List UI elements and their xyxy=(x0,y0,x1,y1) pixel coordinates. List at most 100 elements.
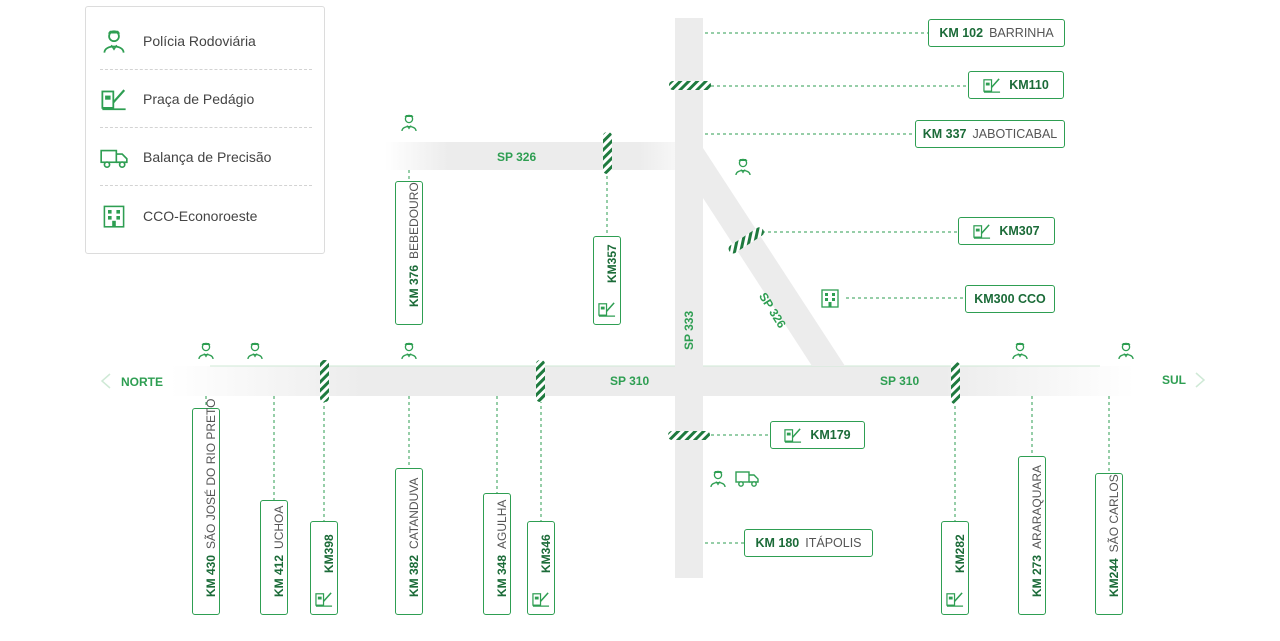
marker-sjrp[interactable]: KM 430 SÃO JOSÉ DO RIO PRETO xyxy=(192,398,220,615)
road-sp333 xyxy=(675,18,703,578)
marker-itapolis[interactable]: KM 180 ITÁPOLIS xyxy=(744,529,873,557)
marker-km179[interactable]: KM179 xyxy=(770,421,865,449)
marker-km: KM 412 xyxy=(272,554,286,597)
legend-label: CCO-Econoroeste xyxy=(143,208,258,224)
direction-north: NORTE xyxy=(121,375,163,389)
police-officer-icon xyxy=(1118,342,1134,360)
south-arrow-icon xyxy=(1195,372,1206,388)
marker-bebedouro[interactable]: KM 376 BEBEDOURO xyxy=(395,181,423,325)
toll-bar-km307 xyxy=(728,227,764,254)
police-officer-icon xyxy=(247,342,263,360)
toll-booth-icon xyxy=(315,592,333,607)
road-label-sp326-west: SP 326 xyxy=(497,150,537,164)
toll-plaza-markers xyxy=(320,81,960,440)
road-sp326-west xyxy=(385,142,703,170)
legend-divider xyxy=(100,127,312,128)
toll-bar-km398 xyxy=(320,360,329,402)
truck-scale-icon xyxy=(735,471,759,487)
marker-araraquara[interactable]: KM 273ARARAQUARA xyxy=(1018,456,1046,615)
marker-city: SÃO CARLOS xyxy=(1107,474,1121,553)
marker-barrinha[interactable]: KM 102 BARRINHA xyxy=(928,19,1065,47)
marker-city: AGULHA xyxy=(495,499,509,549)
police-officer-icon xyxy=(100,27,128,55)
toll-booth-icon xyxy=(946,592,964,607)
marker-agulha[interactable]: KM 348 AGULHA xyxy=(483,493,511,615)
marker-km: KM 382 xyxy=(407,554,421,597)
marker-km: KM244 xyxy=(1107,558,1121,597)
marker-city: UCHOA xyxy=(272,505,286,549)
marker-saocarlos[interactable]: KM244 SÃO CARLOS xyxy=(1095,473,1123,615)
connector-lines xyxy=(205,32,1110,544)
marker-city: SÃO JOSÉ DO RIO PRETO xyxy=(204,398,218,549)
marker-km: KM398 xyxy=(322,534,336,573)
legend-item-police: Polícia Rodoviária xyxy=(100,26,312,56)
marker-city: BARRINHA xyxy=(989,26,1054,40)
police-officer-icon xyxy=(198,342,214,360)
toll-booth-icon xyxy=(784,428,803,443)
police-officer-icon xyxy=(401,114,417,132)
marker-km: KM 102 xyxy=(939,26,984,40)
police-officer-icon xyxy=(710,470,726,488)
building-icon xyxy=(821,289,839,308)
marker-km: KM 180 xyxy=(755,536,800,550)
legend-item-cco: CCO-Econoroeste xyxy=(100,201,312,231)
marker-city: CATANDUVA xyxy=(407,477,421,549)
marker-km: KM110 xyxy=(1009,78,1049,92)
direction-south: SUL xyxy=(1162,373,1186,387)
marker-km: KM 430 xyxy=(204,554,218,597)
marker-km307[interactable]: KM307 xyxy=(958,217,1055,245)
legend-divider xyxy=(100,185,312,186)
marker-km: KM 337 xyxy=(922,127,967,141)
marker-catanduva[interactable]: KM 382 CATANDUVA xyxy=(395,468,423,615)
marker-city: JABOTICABAL xyxy=(972,127,1058,141)
toll-booth-icon xyxy=(983,78,1001,93)
legend-label: Balança de Precisão xyxy=(143,149,272,165)
marker-km110[interactable]: KM110 xyxy=(968,71,1064,99)
legend-label: Polícia Rodoviária xyxy=(143,33,256,49)
legend-label: Praça de Pedágio xyxy=(143,91,255,107)
toll-booth-icon xyxy=(973,224,992,239)
toll-booth-icon xyxy=(100,85,128,113)
marker-km346[interactable]: KM346 xyxy=(527,521,555,615)
toll-bar-km179 xyxy=(668,431,710,440)
marker-km: KM282 xyxy=(953,534,967,573)
toll-bar-km346 xyxy=(536,360,545,402)
toll-bar-km282 xyxy=(951,362,960,404)
legend-divider xyxy=(100,69,312,70)
marker-city: ARARAQUARA xyxy=(1030,464,1044,549)
north-arrow-icon xyxy=(100,373,111,389)
police-officer-icon xyxy=(401,342,417,360)
truck-scale-icon xyxy=(100,143,128,171)
building-icon xyxy=(100,202,128,230)
legend: Polícia Rodoviária Praça de Pedágio Bala… xyxy=(85,6,325,254)
marker-city: ITÁPOLIS xyxy=(805,536,862,550)
marker-km398[interactable]: KM398 xyxy=(310,521,338,615)
marker-uchoa[interactable]: KM 412 UCHOA xyxy=(260,500,288,615)
road-label-sp310-west: SP 310 xyxy=(610,374,650,388)
marker-km: KM 348 xyxy=(495,554,509,597)
road-label-sp333: SP 333 xyxy=(682,310,696,350)
marker-km: KM307 xyxy=(999,224,1040,238)
police-officer-icon xyxy=(1012,342,1028,360)
road-sp310 xyxy=(170,366,1135,396)
police-officer-icon xyxy=(735,158,751,176)
toll-bar-km110 xyxy=(669,81,711,90)
marker-city: BEBEDOURO xyxy=(407,182,421,259)
marker-km282[interactable]: KM282 xyxy=(941,521,969,615)
marker-km357[interactable]: KM357 xyxy=(593,236,621,325)
toll-booth-icon xyxy=(532,592,550,607)
toll-bar-km357 xyxy=(603,132,612,174)
road-label-sp310-east: SP 310 xyxy=(880,374,920,388)
marker-km: KM346 xyxy=(539,534,553,573)
toll-booth-icon xyxy=(598,302,616,317)
marker-cco[interactable]: KM300 CCO xyxy=(965,285,1055,313)
marker-km: KM 376 xyxy=(407,264,421,307)
marker-km: KM357 xyxy=(605,244,619,283)
legend-item-toll: Praça de Pedágio xyxy=(100,84,312,114)
road-sp326-diagonal xyxy=(703,148,845,366)
marker-km: KM179 xyxy=(810,428,851,442)
marker-jaboticabal[interactable]: KM 337 JABOTICABAL xyxy=(915,120,1065,148)
marker-km: KM300 CCO xyxy=(974,292,1046,306)
legend-item-scale: Balança de Precisão xyxy=(100,142,312,172)
